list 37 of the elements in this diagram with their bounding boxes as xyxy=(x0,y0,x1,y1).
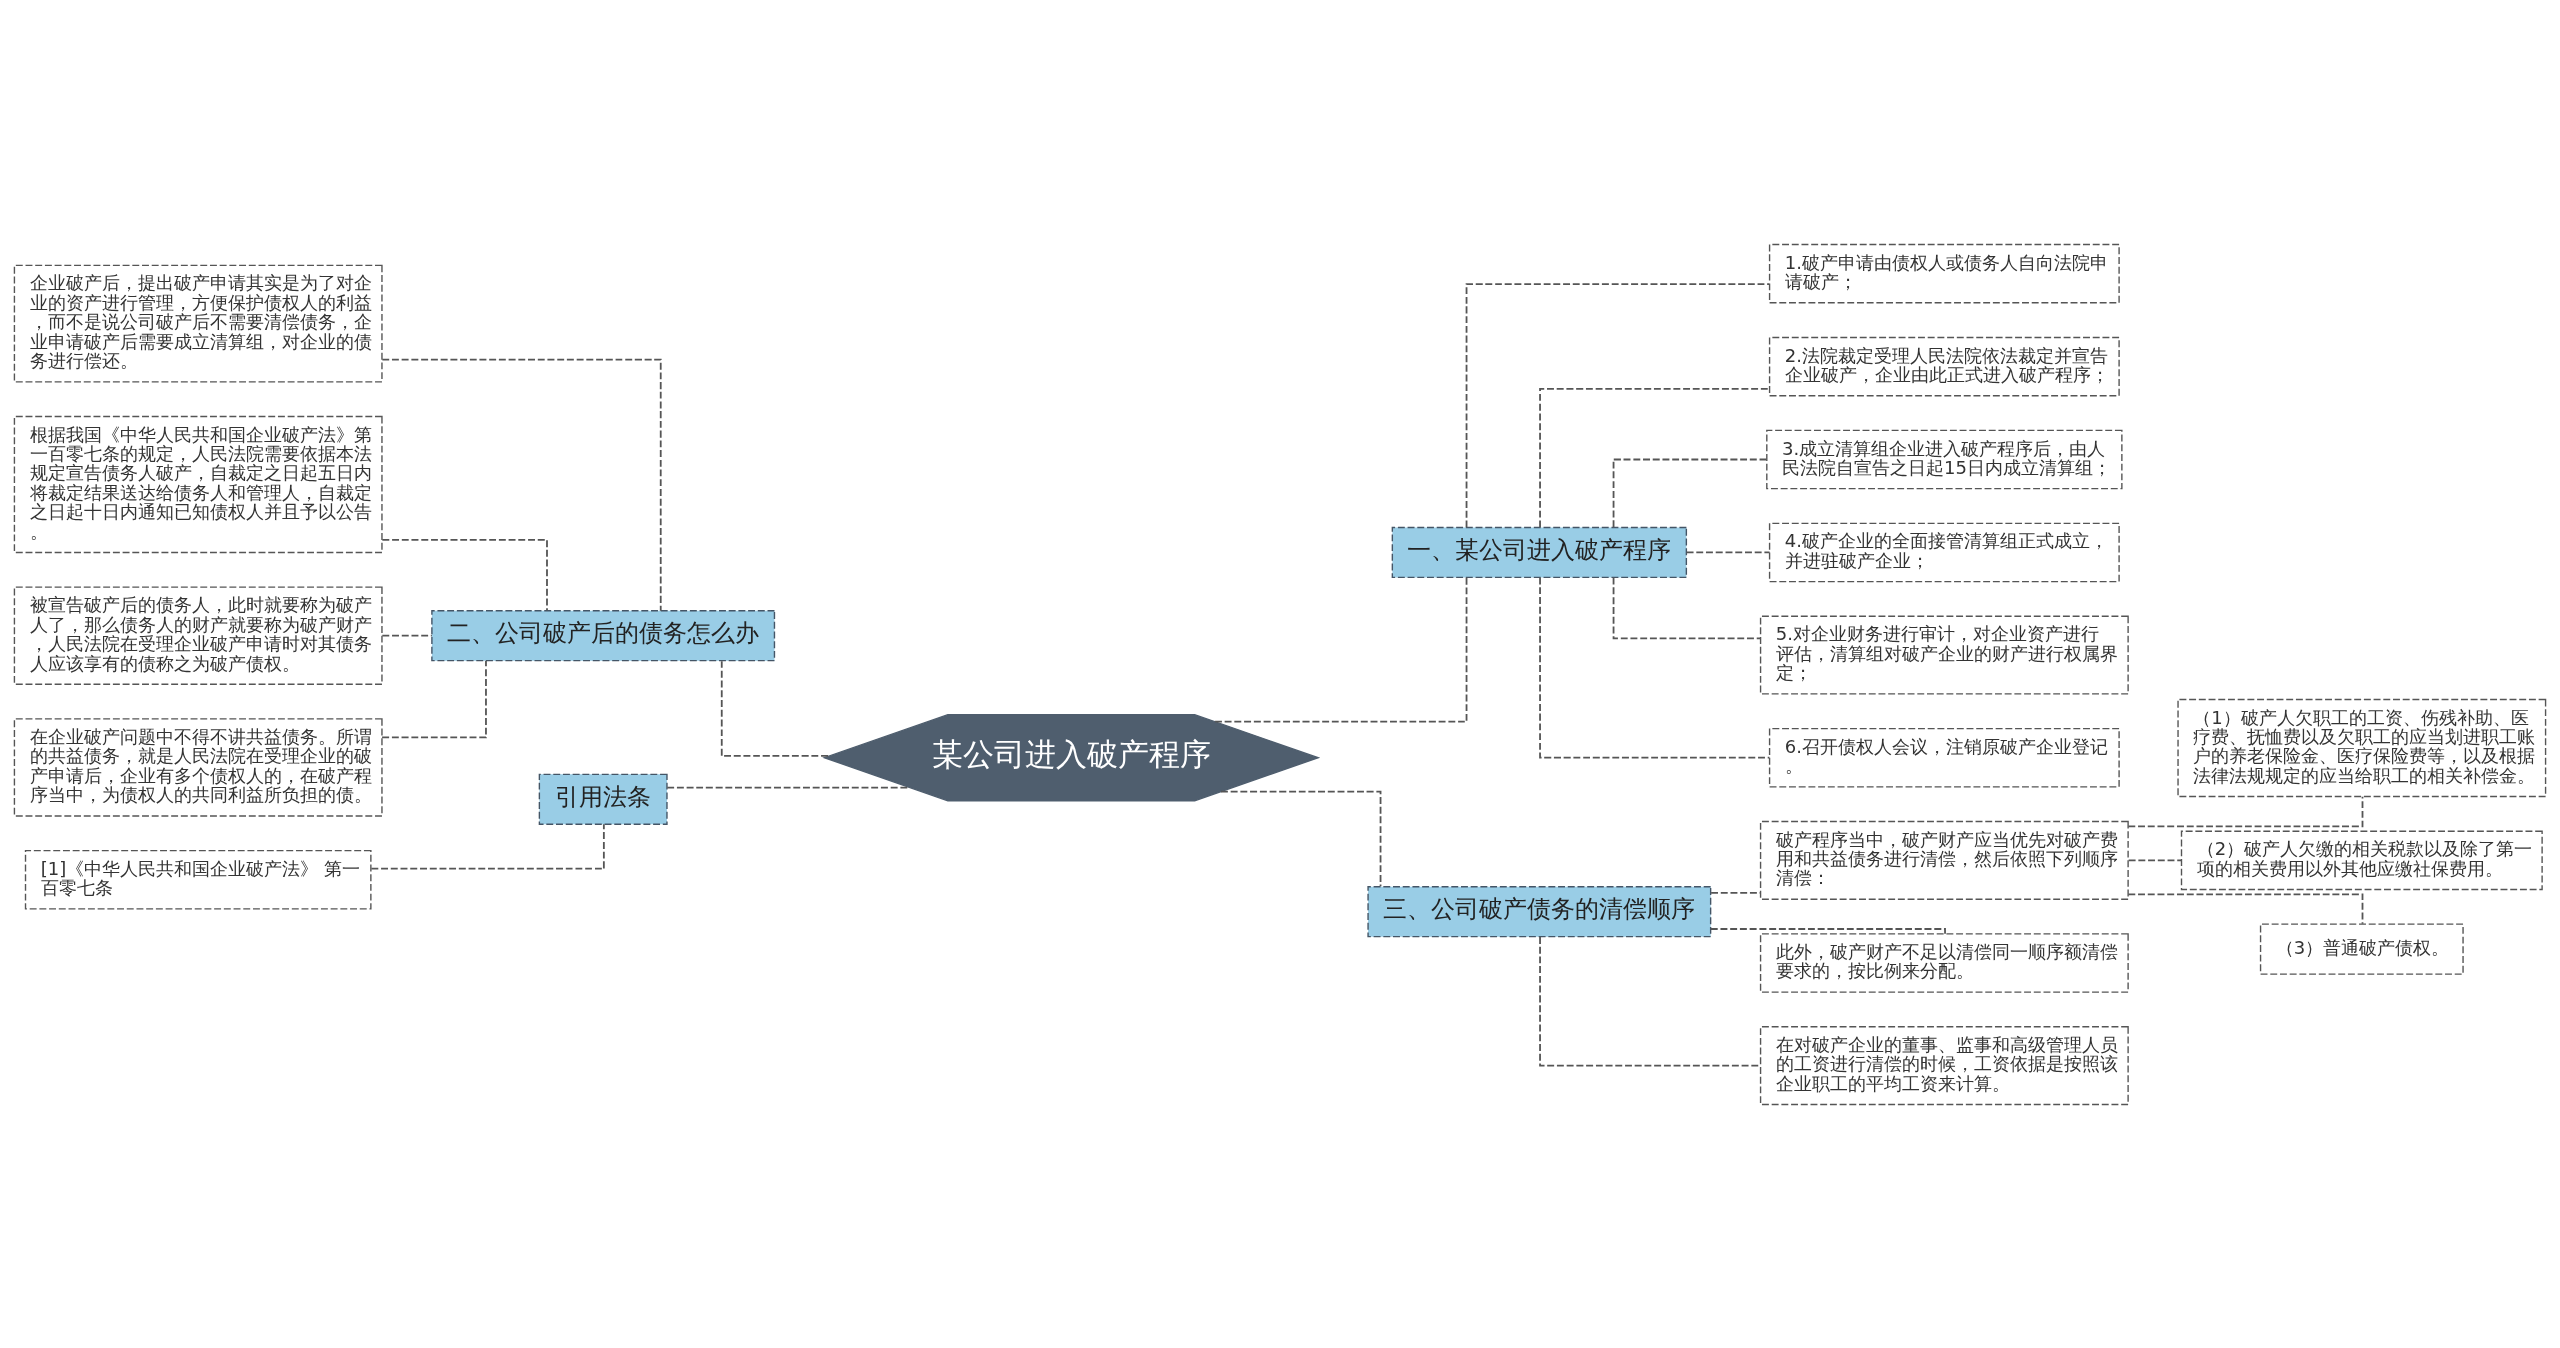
connector xyxy=(381,634,433,637)
node-box: （1）破产人欠职工的工资、伤残补助、医疗费、抚恤费以及欠职工的应当划进职工账户的养老保险金、医疗保险费等，以及根据法律法规规定的应当给职工的相关补偿金。 xyxy=(2177,698,2547,797)
connector xyxy=(370,822,605,870)
node-box: 在对破产企业的董事、监事和高级管理人员的工资进行清偿的时候，工资依据是按照该企业职工的平均工资来计算。 xyxy=(1759,1025,2129,1105)
node-box: 被宣告破产后的债务人，此时就要称为破产人了，那么债务人的财产就要称为破产财产，人民法院在受理企业破产申请时对其债务人应该享有的债称之为破产债权。 xyxy=(13,585,383,685)
connector xyxy=(1539,576,1771,759)
node-box: 1.破产申请由债权人或债务人自向法院申请破产； xyxy=(1768,243,2120,303)
node-box: 破产程序当中，破产财产应当优先对破产费用和共益债务进行清偿，然后依照下列顺序清偿： xyxy=(1759,820,2129,900)
connector xyxy=(1539,387,1771,528)
connector xyxy=(381,358,662,612)
node-box: 4.破产企业的全面接管清算组正式成立，并进驻破产企业； xyxy=(1768,522,2120,582)
node-box: （3）普通破产债权。 xyxy=(2259,922,2464,975)
node-box: 3.成立清算组企业进入破产程序后，由人民法院自宣告之日起15日内成立清算组； xyxy=(1766,429,2123,489)
connector xyxy=(1612,458,1768,528)
node-box: （2）破产人欠缴的相关税款以及除了第一项的相关费用以外其他应缴社保费用。 xyxy=(2180,830,2543,890)
node-box: 此外，破产财产不足以清偿同一顺序额清偿要求的，按比例来分配。 xyxy=(1759,932,2129,993)
connector xyxy=(1612,576,1762,639)
connector xyxy=(2127,858,2183,861)
connector xyxy=(1220,790,1382,887)
connector xyxy=(1709,927,1946,935)
node-box: 6.召开债权人会议，注销原破产企业登记。 xyxy=(1768,727,2120,788)
connector xyxy=(720,659,831,757)
connector xyxy=(1465,282,1771,528)
node-box: 2.法院裁定受理人民法院依法裁定并宣告企业破产，企业由此正式进入破产程序； xyxy=(1768,336,2120,396)
connector xyxy=(381,659,487,738)
node-box: 5.对企业财务进行审计，对企业资产进行评估，清算组对破产企业的财产进行权属界定； xyxy=(1759,615,2129,695)
node-box: 在企业破产问题中不得不讲共益债务。所谓的共益债务，就是人民法院在受理企业的破产申请后，企业有多个债权人的，在破产程序当中，为债权人的共同利益所负担的债。 xyxy=(13,717,383,817)
node-box: 引用法条 xyxy=(538,773,668,825)
node-box: 根据我国《中华人民共和国企业破产法》第一百零七条的规定，人民法院需要依据本法规定宣告债务人破产，自裁定之日起五日内将裁定结果送达给债务人和管理人，自裁定之日起十日内通知已知债权人并且予以公告。 xyxy=(13,415,383,553)
node-box: 二、公司破产后的债务怎么办 xyxy=(431,609,776,661)
node-box: [1]《中华人民共和国企业破产法》 第一百零七条 xyxy=(24,849,372,910)
node-box: 企业破产后，提出破产申请其实是为了对企业的资产进行管理，方便保护债权人的利益，而不是说公司破产后不需要清偿债务，企业申请破产后需要成立清算组，对企业的债务进行偿还。 xyxy=(13,264,383,383)
connector xyxy=(1685,551,1771,553)
connector xyxy=(1214,576,1468,723)
node-box: 一、某公司进入破产程序 xyxy=(1391,526,1688,578)
node-box: 三、公司破产债务的清偿顺序 xyxy=(1367,885,1712,937)
connector xyxy=(381,538,548,611)
